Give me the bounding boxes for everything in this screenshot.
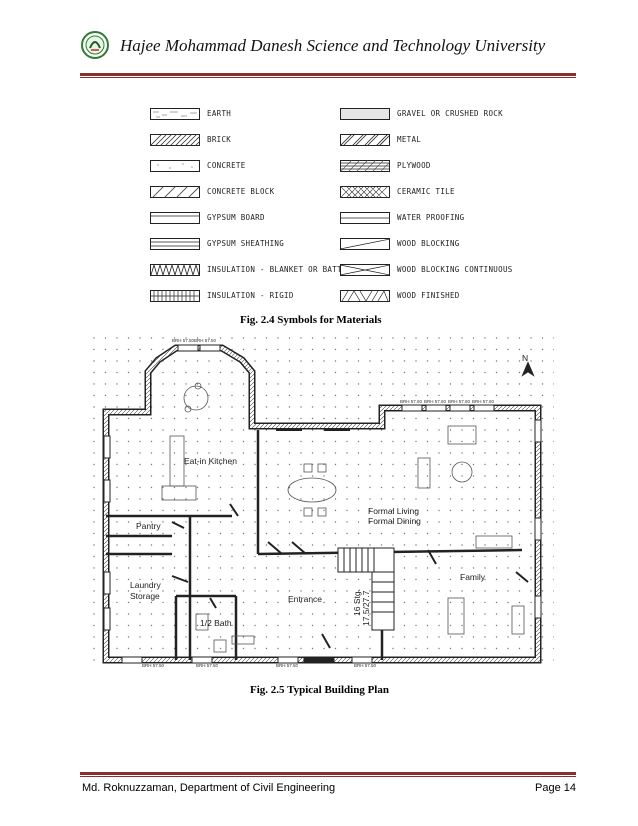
window-tag: BRH 57.50 — [276, 663, 299, 668]
header-rule-thin — [80, 77, 576, 78]
legend-item: CERAMIC TILE — [340, 184, 530, 202]
room-label-laundry: Laundry — [130, 580, 161, 590]
room-label-pantry: Pantry — [136, 521, 161, 531]
university-logo-icon — [81, 31, 109, 59]
figure-caption-materials: Fig. 2.4 Symbols for Materials — [240, 314, 382, 326]
legend-item: GYPSUM SHEATHING — [150, 236, 330, 254]
wood-finished-symbol-icon — [340, 290, 390, 302]
room-label-formal-living: Formal Living — [368, 506, 419, 516]
window-tag: BRH 57.50 — [354, 663, 377, 668]
window-tag: BRH 57.50BRH 57.50 — [172, 338, 217, 343]
room-label-storage: Storage — [130, 591, 160, 601]
concrete-symbol-icon — [150, 160, 200, 172]
stairs-label: 16 Stg. — [352, 589, 362, 616]
north-arrow-icon — [521, 361, 535, 377]
stairs-sublabel: 17.5/27.7 — [361, 590, 371, 626]
footer-author: Md. Roknuzzaman, Department of Civil Eng… — [82, 782, 336, 794]
header-rule — [80, 73, 576, 76]
window-tag: BRH 57.50 — [400, 399, 423, 404]
legend-item: METAL — [340, 132, 530, 150]
concrete-block-symbol-icon — [150, 186, 200, 198]
window-tag: BRH 57.50 — [472, 399, 495, 404]
plan-walls — [102, 344, 542, 664]
plan-furniture — [161, 382, 525, 653]
legend-item: CONCRETE BLOCK — [150, 184, 330, 202]
gypsum-sheathing-symbol-icon — [150, 238, 200, 250]
window-tag: BRH 57.50 — [448, 399, 471, 404]
window-tag: BRH 57.50 — [196, 663, 219, 668]
legend-item: PLYWOOD — [340, 158, 530, 176]
room-label-entrance: Entrance — [288, 594, 322, 604]
room-label-family: Family — [460, 572, 486, 582]
window-tag: BRH 57.50 — [142, 663, 165, 668]
figure-caption-plan: Fig. 2.5 Typical Building Plan — [250, 684, 389, 696]
legend-item: INSULATION - RIGID — [150, 288, 330, 306]
legend-item: GRAVEL OR CRUSHED ROCK — [340, 106, 530, 124]
page-number: Page 14 — [535, 782, 576, 794]
building-floor-plan: N Eat-in Kitchen Pantry Laundry Storage … — [92, 336, 554, 668]
ceramic-tile-symbol-icon — [340, 186, 390, 198]
waterproofing-symbol-icon — [340, 212, 390, 224]
insulation-batt-symbol-icon — [150, 264, 200, 276]
plywood-symbol-icon — [340, 160, 390, 172]
legend-item: INSULATION - BLANKET OR BATT — [150, 262, 342, 280]
room-label-formal-dining: Formal Dining — [368, 516, 421, 526]
brick-symbol-icon — [150, 134, 200, 146]
room-label-kitchen: Eat-in Kitchen — [184, 456, 237, 466]
materials-legend: EARTH BRICK CONCRETE CONCRETE BLOCK GYPS… — [150, 100, 530, 310]
page-header: Hajee Mohammad Danesh Science and Techno… — [80, 28, 560, 76]
insulation-rigid-symbol-icon — [150, 290, 200, 302]
legend-item: GYPSUM BOARD — [150, 210, 330, 228]
gypsum-board-symbol-icon — [150, 212, 200, 224]
university-title: Hajee Mohammad Danesh Science and Techno… — [120, 36, 546, 55]
room-label-bath: 1/2 Bath — [200, 618, 232, 628]
earth-symbol-icon — [150, 108, 200, 120]
footer-rule — [80, 772, 576, 775]
legend-item: WOOD BLOCKING CONTINUOUS — [340, 262, 530, 280]
plan-doors — [171, 429, 529, 649]
north-label: N — [522, 353, 528, 363]
footer-rule-thin — [80, 776, 576, 777]
plan-stairs — [337, 547, 395, 631]
wood-blocking-symbol-icon — [340, 238, 390, 250]
metal-symbol-icon — [340, 134, 390, 146]
legend-item: WOOD BLOCKING — [340, 236, 530, 254]
plan-windows — [103, 344, 542, 664]
legend-item: CONCRETE — [150, 158, 330, 176]
legend-item: WOOD FINISHED — [340, 288, 530, 306]
gravel-symbol-icon — [340, 108, 390, 120]
window-tag: BRH 57.50 — [424, 399, 447, 404]
plan-grid — [92, 336, 554, 668]
legend-item: BRICK — [150, 132, 330, 150]
legend-item: EARTH — [150, 106, 330, 124]
wood-blocking-continuous-symbol-icon — [340, 264, 390, 276]
legend-item: WATER PROOFING — [340, 210, 530, 228]
